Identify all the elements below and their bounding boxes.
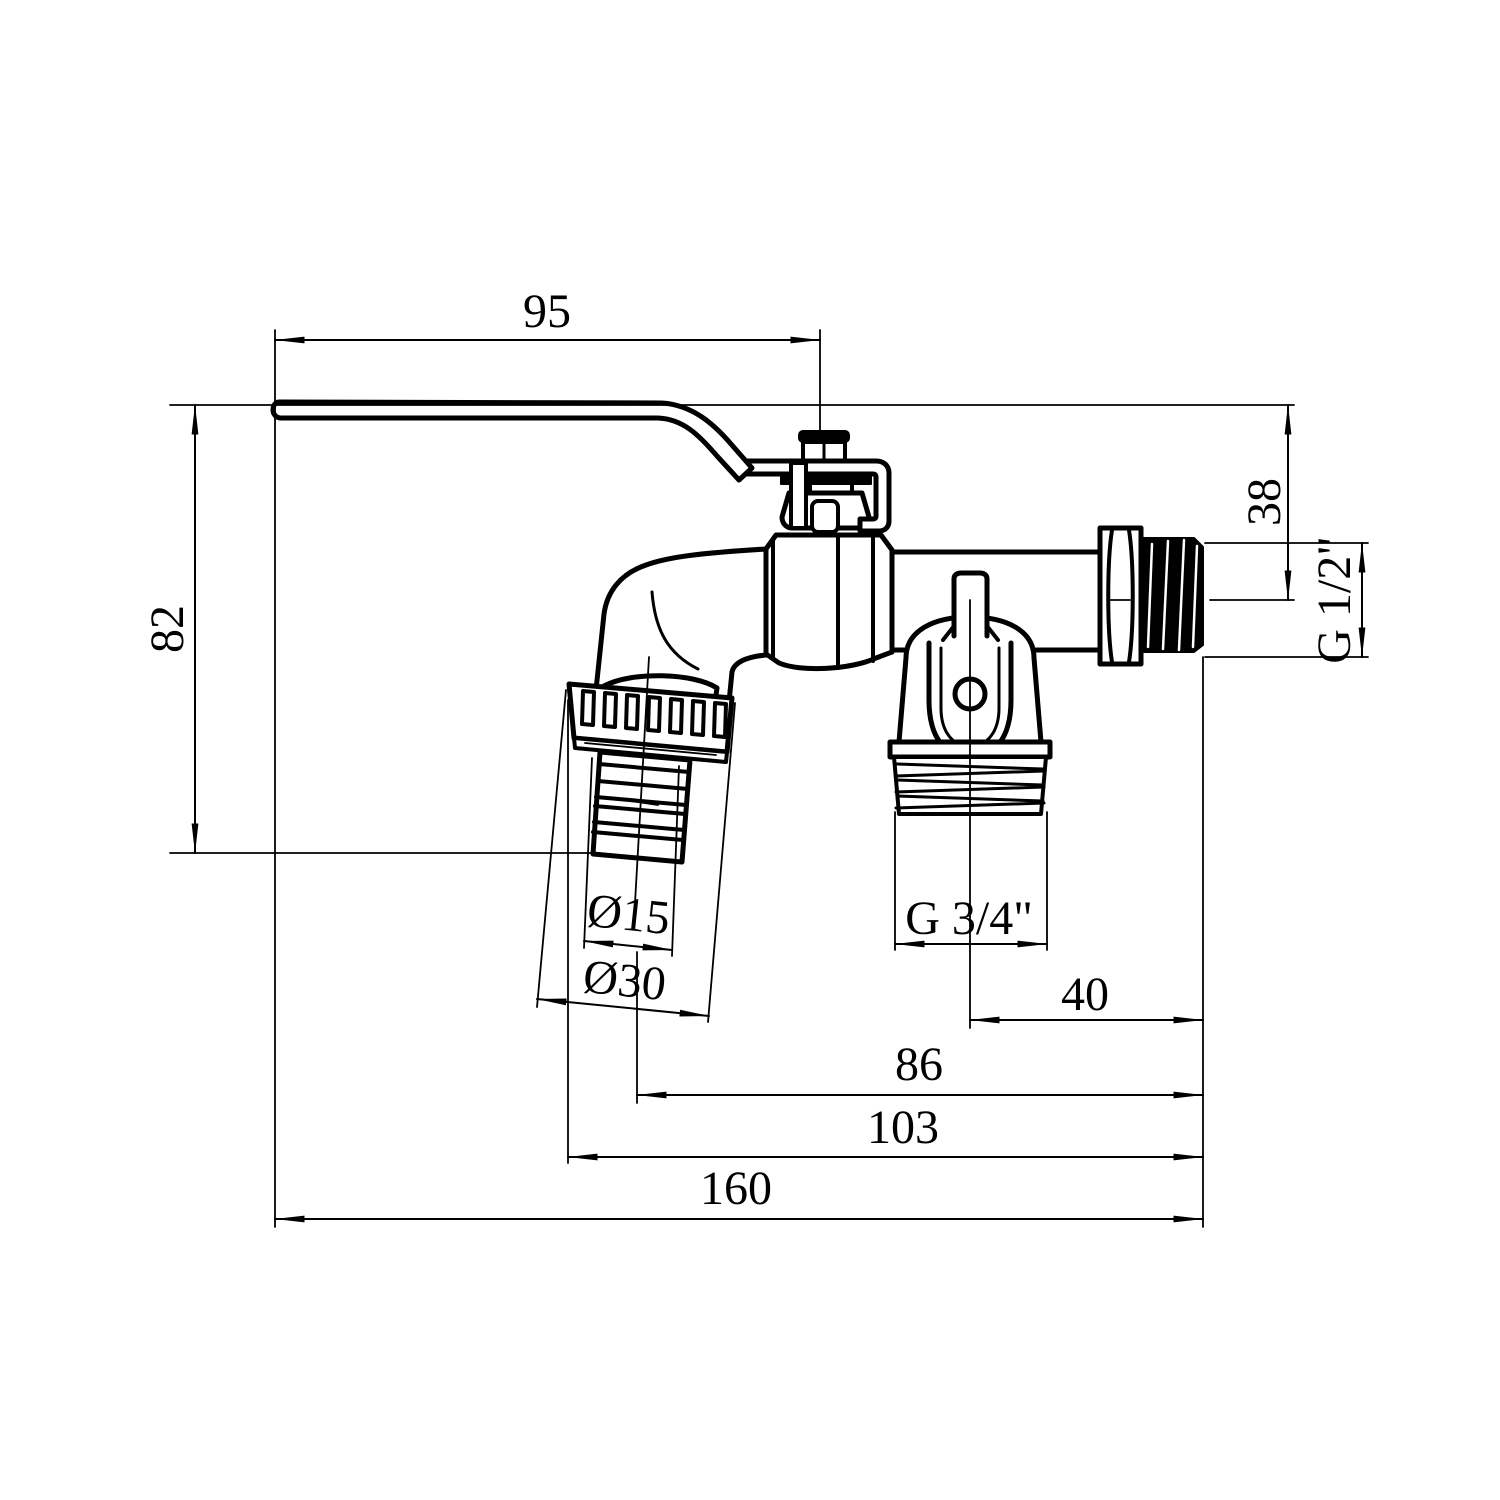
dimension-label-overall-height: 82 xyxy=(141,605,194,653)
dimension-label-hose-edge-to-inlet: 103 xyxy=(867,1101,939,1154)
centerlines xyxy=(623,599,1131,1029)
dimension-label-branch-thread: G 3/4" xyxy=(905,892,1033,945)
inlet-connector xyxy=(1097,525,1204,667)
dimension-label-hose-bore: Ø15 xyxy=(585,884,673,945)
dim-line-d15 xyxy=(583,940,673,951)
dimension-label-hose-nut-od: Ø30 xyxy=(581,950,669,1011)
valve-body xyxy=(270,399,1204,1029)
spout xyxy=(593,546,769,705)
dimension-label-branch-to-inlet: 40 xyxy=(1061,968,1109,1021)
inlet-hex-nut xyxy=(1097,525,1144,667)
dimension-label-inlet-thread: G 1/2" xyxy=(1308,536,1361,664)
cap-nut-ribs xyxy=(580,689,728,739)
hose-union xyxy=(566,673,735,865)
dimension-label-overall-length: 160 xyxy=(700,1162,772,1215)
hose-barb xyxy=(590,749,693,865)
dimension-annotations: 95 82 38 G 1/2" Ø15 Ø30 G 3/4" 40 86 103… xyxy=(141,285,1369,1228)
inlet-thread xyxy=(1140,537,1204,653)
dim-line-d30 xyxy=(536,998,710,1017)
ball-valve-block xyxy=(763,532,895,672)
dimension-label-lever-length: 95 xyxy=(523,285,571,338)
handle-bracket xyxy=(742,458,892,534)
lever-handle xyxy=(270,399,755,483)
dimension-label-hose-center-to-inlet: 86 xyxy=(895,1038,943,1091)
bonnet-window xyxy=(810,499,840,534)
dimension-label-inlet-top-offset: 38 xyxy=(1238,478,1291,526)
